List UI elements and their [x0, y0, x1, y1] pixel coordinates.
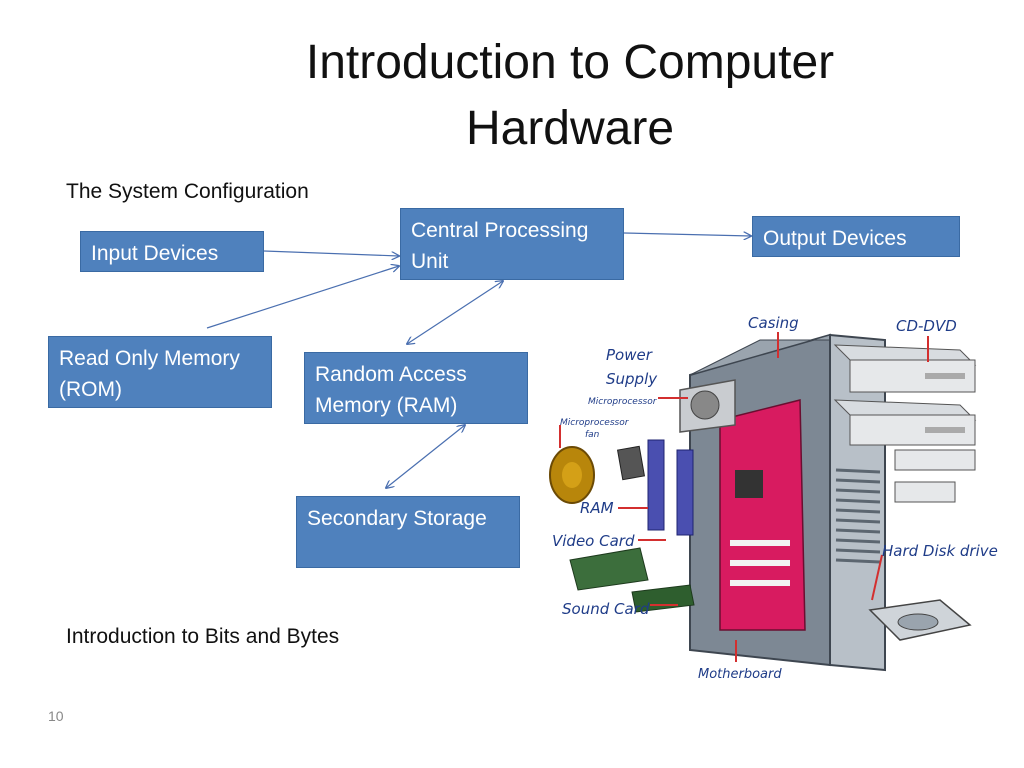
label-microprocessor-fan-line2: fan: [585, 430, 600, 440]
arrow-rom-to-cpu: [206, 266, 399, 329]
floppy-drive: [894, 449, 976, 471]
cpu-box: Central Processing Unit: [400, 208, 624, 280]
bits-bytes-heading: Introduction to Bits and Bytes: [66, 625, 340, 648]
label-hard-disk: Hard Disk drive: [882, 542, 998, 560]
label-sound-card: Sound Card: [562, 600, 650, 618]
label-motherboard: Motherboard: [698, 667, 782, 682]
input-devices-box: Input Devices: [80, 231, 264, 272]
microprocessor-fan-hub: [562, 462, 582, 488]
ram-modules: [647, 439, 694, 536]
label-pointers: [559, 332, 929, 662]
label-cd-dvd: CD-DVD: [896, 317, 957, 335]
label-casing: Casing: [748, 314, 799, 332]
sound-card: [631, 584, 695, 613]
motherboard-slots: [730, 540, 790, 586]
slide-title: Introduction to Computer Hardware: [305, 36, 835, 155]
power-supply-fan: [690, 390, 720, 420]
casing-vents: [835, 468, 881, 564]
label-video-card: Video Card: [552, 532, 635, 550]
arrow-ram-storage: [386, 425, 465, 488]
hard-disk-platter: [897, 613, 939, 631]
label-power: Power: [606, 346, 653, 364]
card-reader: [894, 481, 956, 503]
cd-dvd-drives: [833, 344, 977, 446]
label-microprocessor: Microprocessor: [588, 397, 658, 407]
arrow-cpu-ram: [407, 281, 503, 344]
section-heading: The System Configuration: [66, 180, 309, 203]
label-supply: Supply: [606, 370, 658, 388]
microprocessor-chip: [616, 445, 646, 481]
video-card: [569, 547, 649, 591]
output-devices-box: Output Devices: [752, 216, 960, 257]
rom-box: Read Only Memory (ROM): [48, 336, 272, 408]
arrow-cpu-to-output: [623, 233, 751, 236]
motherboard-board: [719, 399, 806, 631]
secondary-storage-box: Secondary Storage: [296, 496, 520, 568]
page-number: 10: [48, 708, 64, 724]
label-microprocessor-fan-line1: Microprocessor: [560, 418, 630, 428]
arrow-input-to-cpu: [263, 250, 399, 256]
motherboard-chip: [735, 470, 763, 498]
label-ram: RAM: [580, 499, 614, 517]
ram-box: Random Access Memory (RAM): [304, 352, 528, 424]
